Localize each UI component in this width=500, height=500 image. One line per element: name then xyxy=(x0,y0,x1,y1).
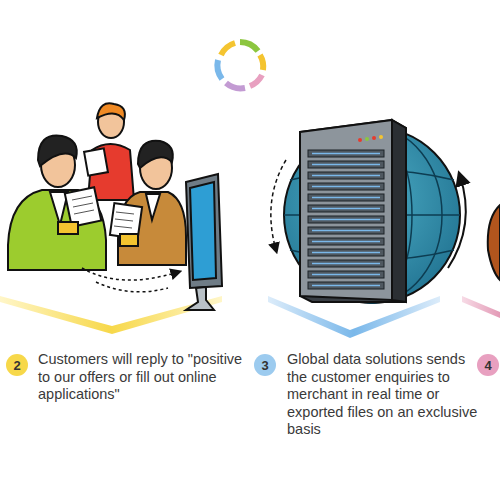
drive-slot xyxy=(308,271,384,278)
status-lights xyxy=(358,135,383,142)
drive-light xyxy=(312,263,380,265)
flow-arrow xyxy=(82,268,178,280)
server-rack xyxy=(300,120,406,302)
drive-slot xyxy=(308,161,384,168)
drive-slot xyxy=(308,260,384,267)
logo-ring xyxy=(217,42,263,88)
step-badge: 4 xyxy=(477,354,499,376)
drive-light xyxy=(312,153,380,155)
flow-arrow xyxy=(96,282,168,292)
drive-slot xyxy=(308,150,384,157)
drive-light xyxy=(312,274,380,276)
step-badge: 2 xyxy=(6,354,28,376)
drive-light xyxy=(312,285,380,287)
step-description: Global data solutions sends the customer… xyxy=(287,351,482,439)
drive-light xyxy=(312,219,380,221)
drive-slots xyxy=(308,150,384,289)
drive-light xyxy=(312,186,380,188)
step-number: 2 xyxy=(13,359,20,372)
step-band xyxy=(0,296,222,334)
next-figure xyxy=(488,205,500,280)
drive-slot xyxy=(308,249,384,256)
step-band xyxy=(462,296,500,318)
drive-light xyxy=(312,175,380,177)
step-number: 3 xyxy=(261,359,268,372)
drive-slot xyxy=(308,216,384,223)
monitor xyxy=(186,174,222,310)
drive-slot xyxy=(308,194,384,201)
drive-light xyxy=(312,230,380,232)
step-badge: 3 xyxy=(254,354,276,376)
drive-slot xyxy=(308,183,384,190)
drive-slot xyxy=(308,172,384,179)
drive-light xyxy=(312,197,380,199)
drive-slot xyxy=(308,205,384,212)
cycle-arrow xyxy=(271,160,286,250)
drive-slot xyxy=(308,238,384,245)
step-description: Customers will reply to "positive to our… xyxy=(38,351,250,404)
cycle-arrow xyxy=(448,176,466,268)
people-figure xyxy=(8,103,186,270)
step-number: 4 xyxy=(484,359,491,372)
drive-light xyxy=(312,241,380,243)
drive-slot xyxy=(308,227,384,234)
drive-slot xyxy=(308,282,384,289)
drive-light xyxy=(312,252,380,254)
drive-light xyxy=(312,208,380,210)
drive-light xyxy=(312,164,380,166)
